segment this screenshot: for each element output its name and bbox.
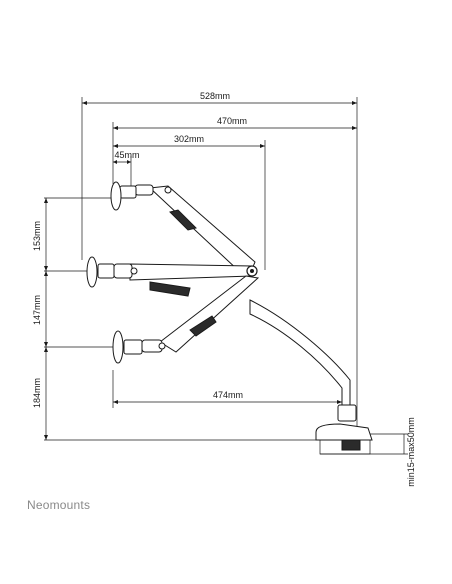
dim-overall-width: 528mm	[200, 91, 230, 101]
dim-base-reach: 474mm	[213, 390, 243, 400]
monitor-plate-middle	[86, 256, 98, 288]
dim-height-bottom: 184mm	[32, 378, 42, 408]
arm-position-middle	[86, 256, 253, 297]
dimension-lines	[44, 97, 408, 455]
monitor-plate-bottom	[112, 330, 124, 364]
arm-position-top	[110, 181, 256, 275]
arm-position-bottom	[112, 275, 260, 364]
dim-height-middle: 147mm	[32, 295, 42, 325]
dim-height-top: 153mm	[32, 221, 42, 251]
monitor-plate-top	[110, 181, 122, 211]
dim-arm-reach: 470mm	[217, 116, 247, 126]
dimension-arrowheads	[44, 101, 357, 440]
dim-vesa-offset: 45mm	[114, 150, 139, 160]
dim-arm-reach-mid: 302mm	[174, 134, 204, 144]
mount-base	[249, 299, 373, 451]
desk	[319, 439, 371, 455]
brand-logo: Neomounts	[27, 498, 91, 512]
dim-desk-thickness: min15-max50mm	[406, 417, 416, 487]
